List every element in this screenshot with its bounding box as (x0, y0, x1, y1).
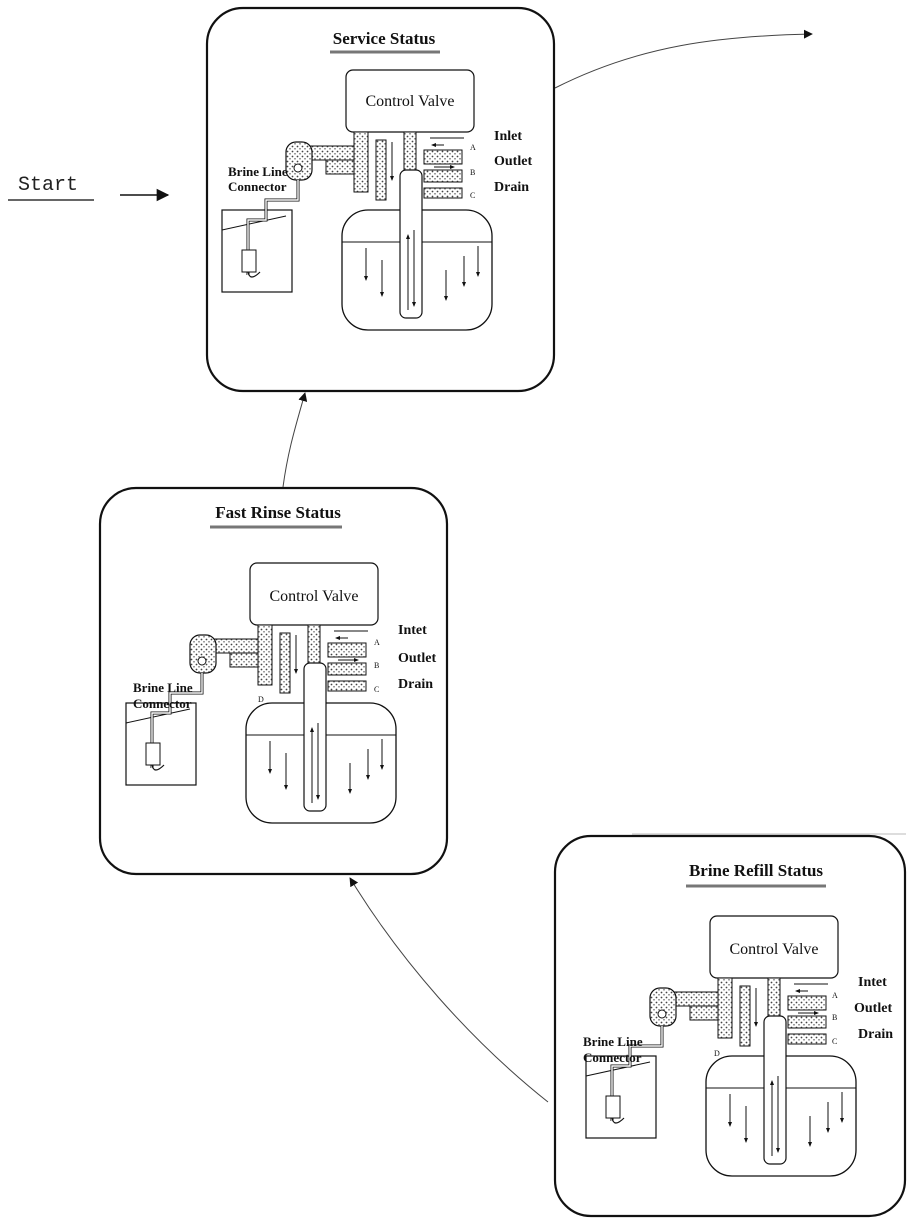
start-label: Start (18, 174, 78, 197)
port-label-inlet: Intet (398, 623, 427, 638)
port-letter-d: D (258, 695, 264, 704)
panel-service-status: Service Status Control Valve Brine Line … (207, 8, 554, 391)
control-valve-label: Control Valve (269, 588, 358, 605)
brine-line-label: Brine Line (133, 680, 193, 695)
port-letter-b: B (832, 1013, 837, 1022)
panel-title: Fast Rinse Status (215, 503, 341, 522)
port-letter-d: D (714, 1049, 720, 1058)
port-letter-a: A (470, 143, 476, 152)
port-label-drain: Drain (398, 677, 433, 692)
port-letter-b: B (374, 661, 379, 670)
brine-line-label: Brine Line (228, 164, 288, 179)
panel-title: Brine Refill Status (689, 861, 823, 880)
port-label-outlet: Outlet (854, 1001, 892, 1016)
port-label-drain: Drain (858, 1027, 893, 1042)
control-valve-label: Control Valve (729, 941, 818, 958)
port-letter-c: C (374, 685, 379, 694)
port-label-drain: Drain (494, 180, 529, 195)
port-letter-b: B (470, 168, 475, 177)
port-letter-a: A (374, 638, 380, 647)
brine-refill-to-fast-rinse-arrow (350, 878, 548, 1102)
panel-fast-rinse-status: Fast Rinse Status Control Valve Brine Li… (100, 488, 447, 874)
connector-label: Connector (583, 1050, 642, 1065)
port-label-inlet: Inlet (494, 129, 522, 144)
port-letter-c: C (832, 1037, 837, 1046)
port-label-inlet: Intet (858, 975, 887, 990)
panel-brine-refill-status: Brine Refill Status Control Valve Brine … (555, 836, 905, 1216)
panel-title: Service Status (333, 29, 436, 48)
exit-arrow (555, 34, 812, 88)
port-label-outlet: Outlet (494, 154, 532, 169)
port-label-outlet: Outlet (398, 651, 436, 666)
port-letter-c: C (470, 191, 475, 200)
control-valve-label: Control Valve (365, 93, 454, 110)
fast-rinse-to-service-arrow (283, 393, 305, 487)
connector-label: Connector (228, 179, 287, 194)
connector-label: Connector (133, 696, 192, 711)
brine-line-label: Brine Line (583, 1034, 643, 1049)
port-letter-a: A (832, 991, 838, 1000)
